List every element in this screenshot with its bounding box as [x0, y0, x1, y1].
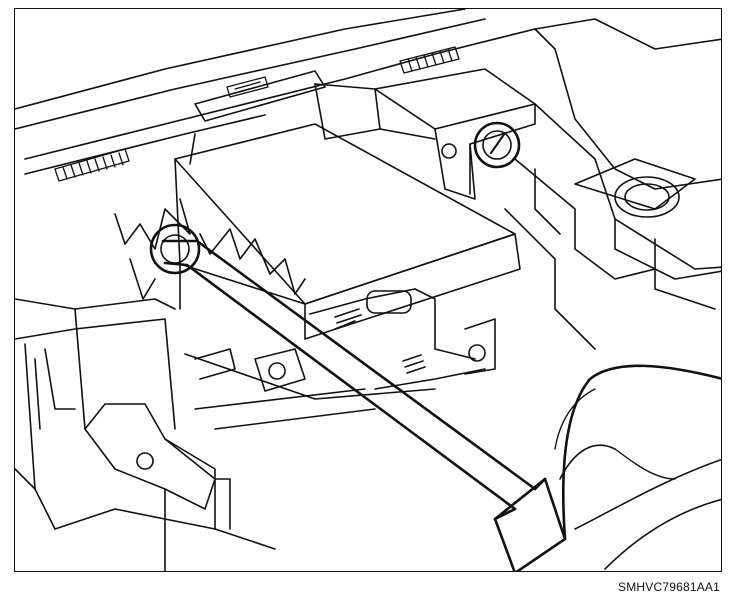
- screwdriver: [161, 239, 567, 571]
- lower-center-details: [184, 288, 496, 430]
- figure-code-caption: SMHVC79681AA1: [618, 580, 720, 594]
- left-screw: [149, 223, 201, 275]
- right-mounting-bracket: [314, 68, 536, 200]
- right-screw: [473, 121, 521, 169]
- hand: [554, 364, 721, 570]
- left-lower-console: [15, 298, 276, 571]
- right-vent-slots: [399, 46, 460, 74]
- tear-lines: [114, 198, 306, 300]
- left-vent-slots: [54, 148, 130, 182]
- center-vent-slot: [226, 76, 269, 98]
- illustration-frame: [14, 8, 722, 572]
- upper-trim-panel: [15, 9, 721, 175]
- line-drawing: [15, 9, 721, 571]
- central-module: [174, 123, 521, 340]
- right-console: [504, 28, 721, 350]
